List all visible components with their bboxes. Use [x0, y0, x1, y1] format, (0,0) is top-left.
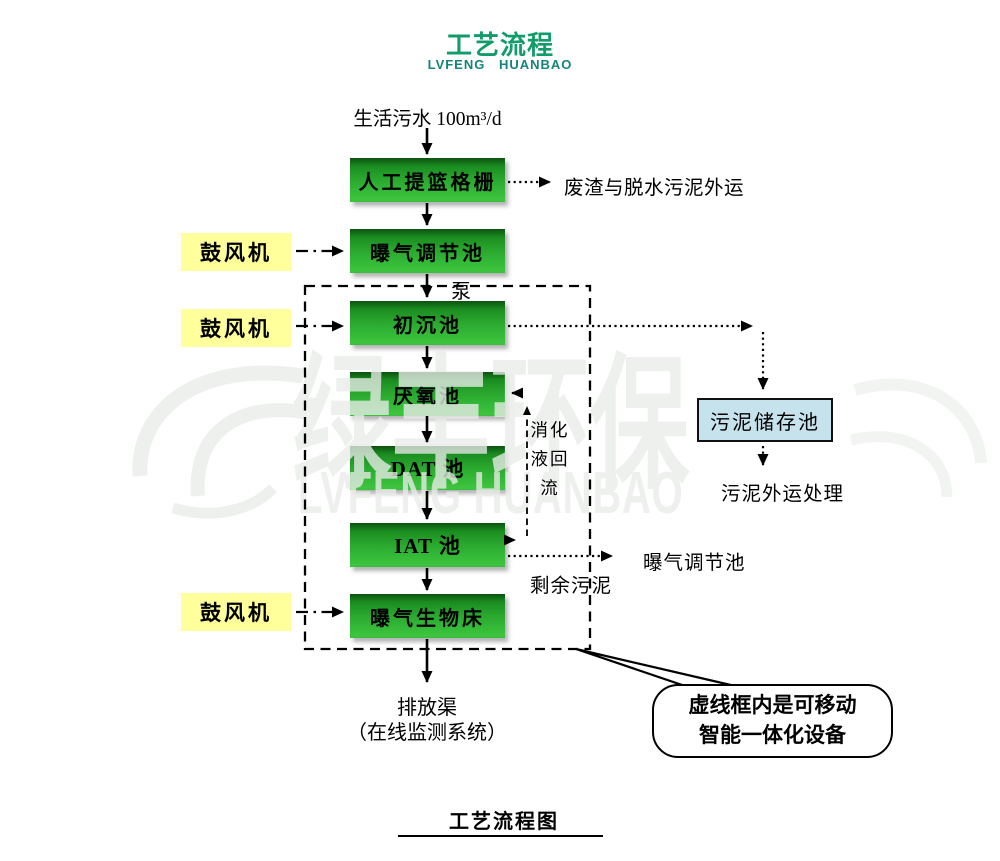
- blower-box-2: 鼓风机: [181, 309, 291, 347]
- process-box-aeration-regulating: 曝气调节池: [350, 229, 505, 273]
- process-box-anaerobic: 厌氧池: [350, 372, 505, 416]
- outlet-note-label: （在线监测系统）: [347, 722, 507, 744]
- process-box-bio-bed: 曝气生物床: [350, 594, 505, 638]
- page-title: 工艺流程: [445, 30, 554, 60]
- digest-return-label: 消化 液回 流: [530, 420, 570, 498]
- blower-box-3: 鼓风机: [181, 593, 291, 631]
- process-box-primary-sedimentation: 初沉池: [350, 301, 505, 345]
- influent-label: 生活污水 100m³/d: [353, 109, 502, 130]
- screen-waste-label: 废渣与脱水污泥外运: [564, 178, 745, 199]
- sludge-disposal-label: 污泥外运处理: [721, 484, 845, 505]
- callout-bubble: 虚线框内是可移动 智能一体化设备: [652, 684, 893, 758]
- process-box-iat: IAT 池: [350, 523, 505, 567]
- process-box-screen: 人工提篮格栅: [350, 158, 505, 202]
- diagram-caption: 工艺流程图: [449, 811, 559, 833]
- blower-box-1: 鼓风机: [181, 233, 291, 271]
- outlet-label: 排放渠: [397, 697, 457, 719]
- page-subtitle: LVFENG HUANBAO: [427, 57, 573, 72]
- process-box-dat: DAT 池: [350, 446, 505, 490]
- sludge-storage-box: 污泥储存池: [697, 398, 833, 442]
- iat-return-label: 曝气调节池: [643, 553, 746, 574]
